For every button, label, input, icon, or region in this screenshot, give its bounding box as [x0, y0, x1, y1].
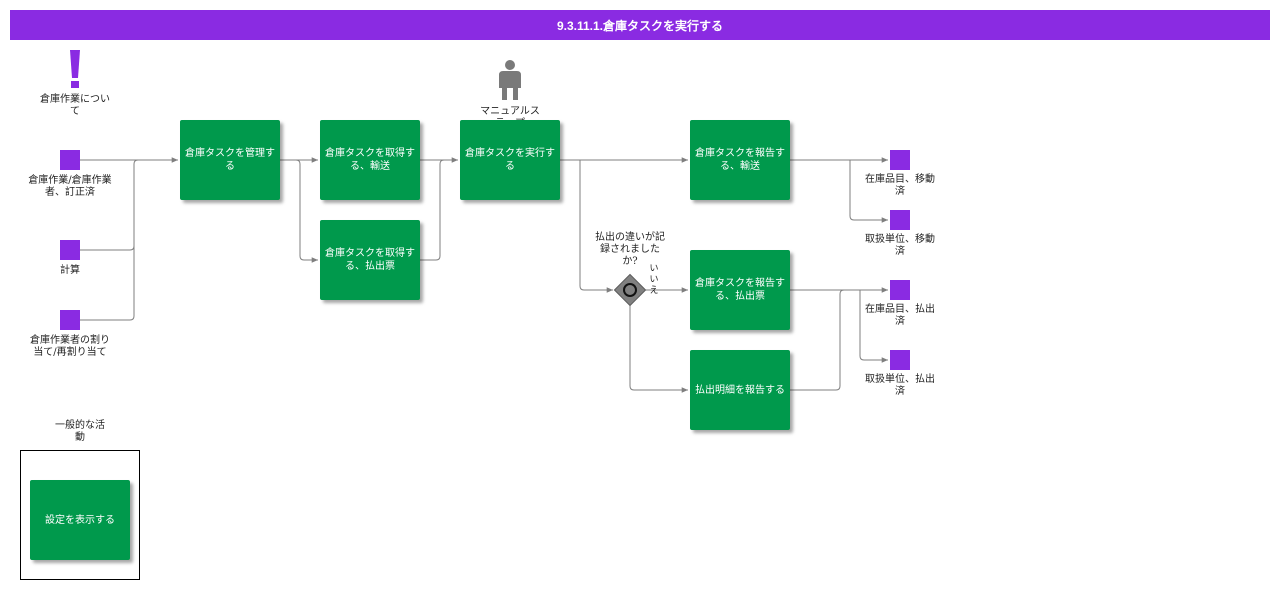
task-report-transport[interactable]: 倉庫タスクを報告する、輸送	[690, 120, 790, 200]
connector-input-calculation	[80, 159, 139, 251]
connector-input-assignment	[80, 164, 135, 321]
legend-title: 一般的な活動	[55, 420, 105, 443]
connector-output-unit-moved	[849, 160, 888, 223]
connector-output-unit-picked	[859, 290, 888, 363]
output-object-unit-picked[interactable]	[890, 350, 910, 370]
gateway-no-label: いいえ	[649, 264, 659, 296]
output-label-stock-picked: 在庫品目、払出済	[865, 304, 935, 327]
exclusive-gateway-icon	[613, 273, 647, 307]
exclamation-icon	[70, 50, 80, 88]
input-object-calculation[interactable]	[60, 240, 80, 260]
connector-gateway-report-details	[629, 305, 688, 393]
output-label-stock-moved: 在庫品目、移動済	[865, 174, 935, 197]
connector-report-details-merge	[790, 289, 845, 391]
output-object-unit-moved[interactable]	[890, 210, 910, 230]
connector-acquire-picking-execute	[420, 159, 445, 261]
output-label-unit-picked: 取扱単位、払出済	[865, 374, 935, 397]
connector-execute-gateway	[579, 160, 613, 293]
input-label-calculation: 計算	[60, 265, 80, 276]
task-report-picking[interactable]: 倉庫タスクを報告する、払出票	[690, 250, 790, 330]
task-execute[interactable]: 倉庫タスクを実行す る	[460, 120, 560, 200]
input-object-warehouse-work[interactable]	[60, 150, 80, 170]
input-label-warehouse-work: 倉庫作業/倉庫作業者、訂正済	[28, 175, 112, 198]
page-title: 9.3.11.1.倉庫タスクを実行する	[10, 10, 1270, 40]
input-label-assignment: 倉庫作業者の割り当て/再割り当て	[30, 335, 110, 358]
connector-manage-acquire-picking	[280, 159, 318, 263]
output-object-stock-moved[interactable]	[890, 150, 910, 170]
input-object-assignment[interactable]	[60, 310, 80, 330]
gateway-question: 払出の違いが記録されましたか?	[595, 232, 665, 267]
legend-task-show-settings[interactable]: 設定を表示する	[30, 480, 130, 560]
person-icon	[499, 60, 521, 100]
output-object-stock-picked[interactable]	[890, 280, 910, 300]
task-acquire-picking[interactable]: 倉庫タスクを取得す る、払出票	[320, 220, 420, 300]
task-manage[interactable]: 倉庫タスクを管理する	[180, 120, 280, 200]
task-acquire-transport[interactable]: 倉庫タスクを取得する、輸送	[320, 120, 420, 200]
info-label: 倉庫作業について	[40, 94, 110, 117]
output-label-unit-moved: 取扱単位、移動済	[865, 234, 935, 257]
task-report-details[interactable]: 払出明細を報告する	[690, 350, 790, 430]
